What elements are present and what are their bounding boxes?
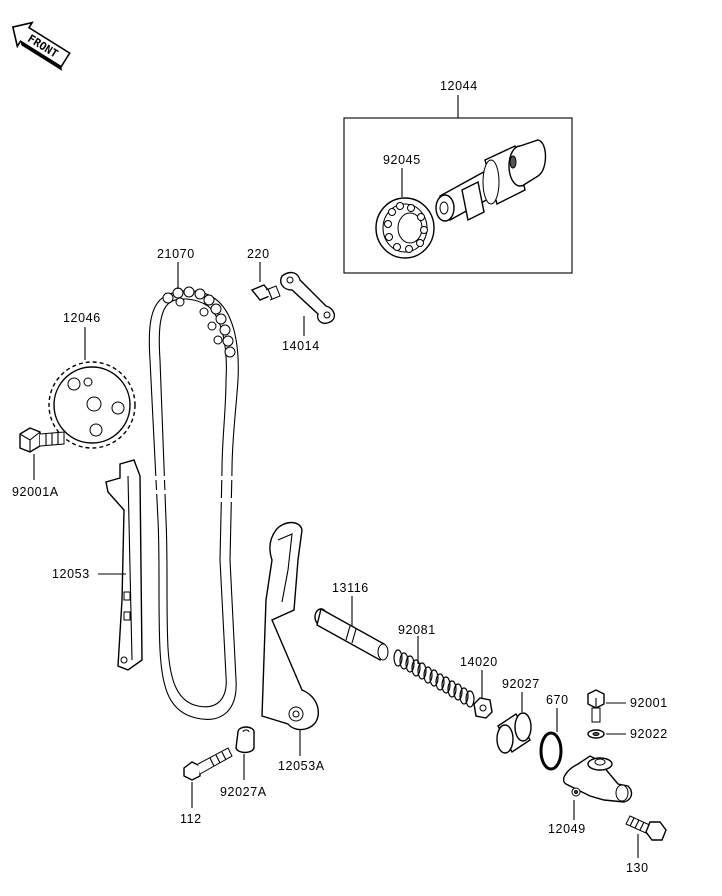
label-spring: 92081 [398, 623, 436, 637]
guide-plate-part [280, 271, 336, 324]
o-ring-part [539, 731, 563, 771]
tensioner-body-part [562, 755, 633, 803]
label-o-ring: 670 [546, 693, 569, 707]
label-guide-plate: 14014 [282, 339, 320, 353]
guide-bolt-part [183, 747, 233, 781]
label-tensioner-body: 12049 [548, 822, 586, 836]
label-washer: 92022 [630, 727, 668, 741]
bearing-part [375, 197, 435, 259]
label-nut: 14020 [460, 655, 498, 669]
guide-collar-part [235, 726, 255, 754]
tensioner-guide-part [261, 521, 319, 731]
label-bolt-220: 220 [247, 247, 270, 261]
collar-part [496, 712, 532, 754]
label-guide-bolt: 112 [180, 812, 202, 826]
label-bearing: 92045 [383, 153, 421, 167]
washer-part [587, 729, 605, 739]
label-tensioner-guide: 12053A [278, 759, 325, 773]
label-guide-collar: 92027A [220, 785, 267, 799]
nut-part [473, 697, 493, 719]
label-chain-guide: 12053 [52, 567, 90, 581]
label-sprocket-bolt: 92001A [12, 485, 59, 499]
chain-guide-part [105, 459, 143, 671]
label-collar: 92027 [502, 677, 540, 691]
sprocket-bolt-part [19, 427, 65, 453]
cam-sprocket-part [48, 361, 136, 449]
label-camshaft-assy: 12044 [440, 79, 478, 93]
bolt-220-part [250, 284, 281, 301]
spring-part [393, 649, 475, 708]
camshaft-part [435, 139, 547, 222]
front-arrow-icon: FRONT [11, 21, 71, 71]
tensioner-bolt-part [625, 815, 667, 841]
label-sprocket: 12046 [63, 311, 101, 325]
timing-chain-part [146, 286, 242, 720]
label-tensioner-bolt: 130 [626, 861, 649, 875]
bolt-92001-part [587, 689, 605, 723]
label-tensioner-rod: 13116 [332, 581, 369, 595]
tensioner-rod-part [314, 607, 389, 662]
label-bolt-92001: 92001 [630, 696, 668, 710]
label-chain: 21070 [157, 247, 195, 261]
